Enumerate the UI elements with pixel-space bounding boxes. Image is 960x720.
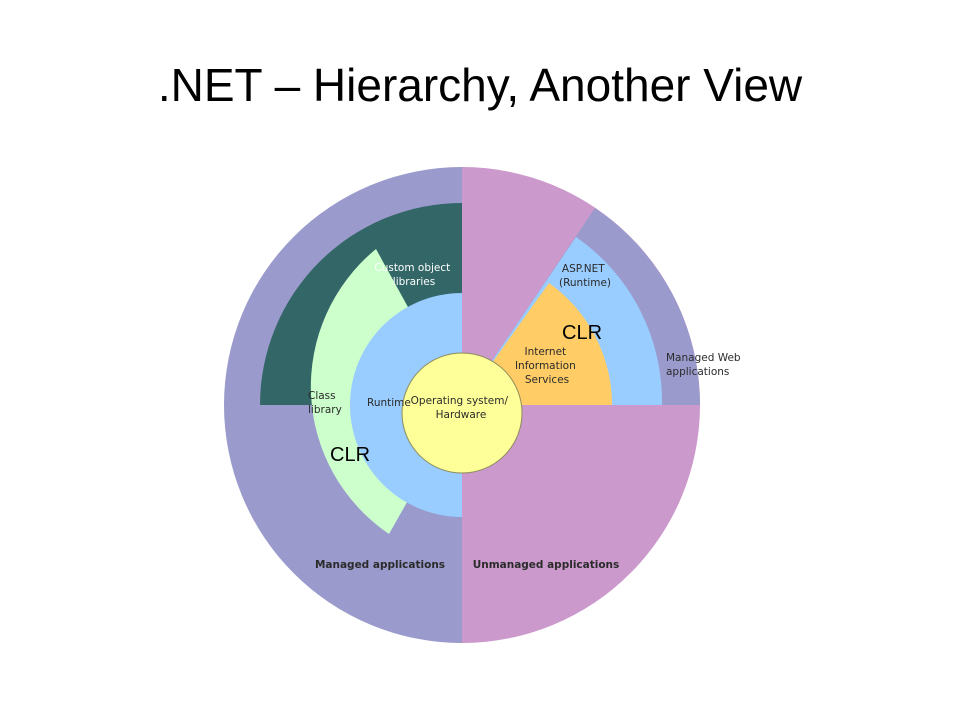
clr-label-right: CLR [562,322,602,344]
operating-system-core [401,352,523,474]
custom-object-libraries-label: Custom object libraries [374,262,453,288]
managed-web-applications-label: Managed Web applications [666,352,744,378]
class-library-label: Class library [308,390,342,416]
unmanaged-applications-label: Unmanaged applications [473,559,620,571]
clr-label-left: CLR [330,444,370,466]
asp-net-label: ASP.NET (Runtime) [559,263,611,289]
iis-label: Internet Information Services [515,346,579,386]
runtime-label: Runtime [367,397,411,409]
managed-applications-label: Managed applications [315,559,445,571]
slide-title: .NET – Hierarchy, Another View [157,59,803,111]
operating-system-label: Operating system/ Hardware [411,395,512,421]
